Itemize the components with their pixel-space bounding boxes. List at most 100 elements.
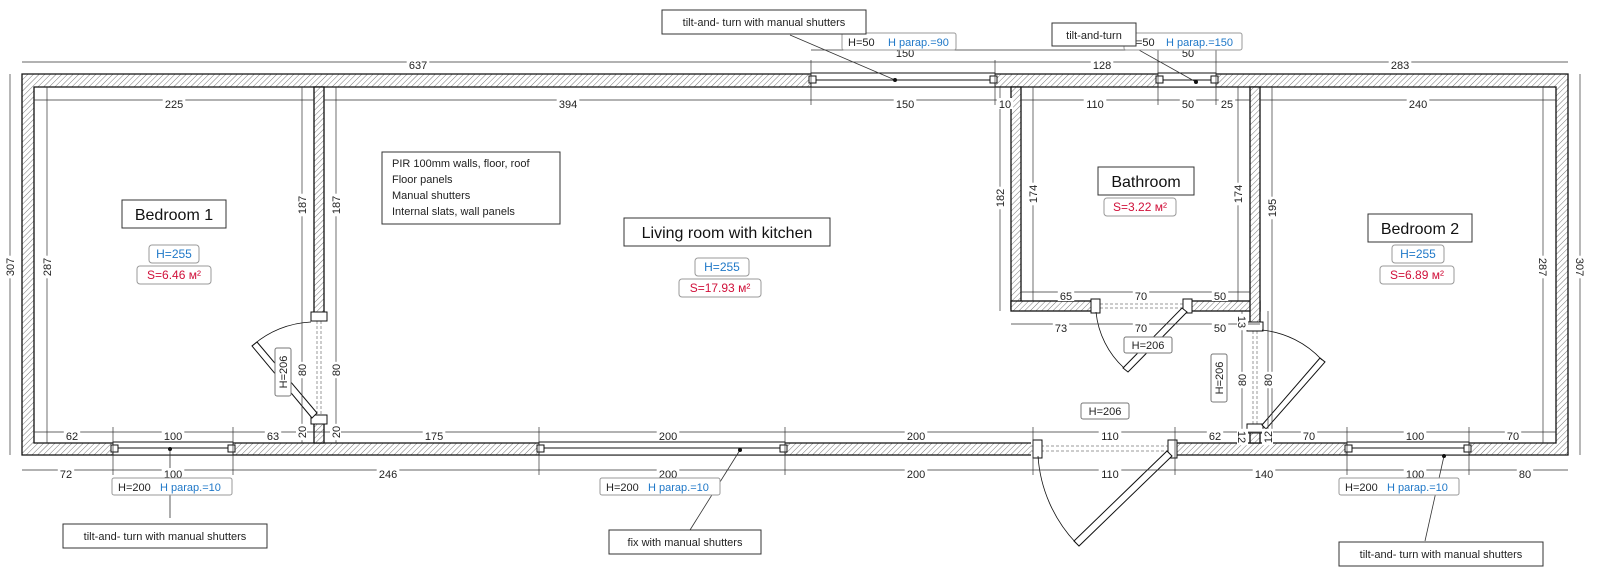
dimension-label-bg [330, 361, 341, 379]
dimension-label-bg [556, 98, 580, 109]
dimension-label-bg [893, 47, 917, 58]
wall-bedroom2 [1249, 86, 1261, 444]
dimension-label: 187 [297, 196, 309, 214]
dimension-label-bg [996, 98, 1014, 109]
dimension-label: 200 [907, 431, 925, 443]
dimension-label: 70 [1135, 323, 1147, 335]
dimension-label-bg [1232, 182, 1243, 206]
dimension: 50 [1179, 47, 1197, 60]
dimension-label-bg [1236, 371, 1247, 389]
door-bedroom2 [1246, 321, 1326, 434]
dimension-label: 20 [331, 426, 343, 438]
dimension-label-bg [893, 98, 917, 109]
room-living: Living room with kitchen H=255 S=17.93 м… [623, 217, 831, 298]
svg-text:H=206: H=206 [1089, 406, 1122, 418]
dimension: 12 [1235, 428, 1248, 446]
dimension-label-bg [41, 255, 52, 279]
dimension-label: 20 [297, 426, 309, 438]
dimension-label-bg [1211, 290, 1229, 301]
window-small-parapet: H parap.=150 [1166, 37, 1233, 49]
window-bottom-mid [536, 441, 788, 456]
dimension-label-bg [4, 255, 15, 279]
dimension-label-bg [1090, 59, 1114, 70]
dimension-label-bg [1132, 322, 1150, 333]
note-line: Manual shutters [392, 190, 471, 202]
dimension-label: 10 [999, 99, 1011, 111]
dimension-label: 174 [1028, 185, 1040, 203]
window-h-top: H=50 H parap.=90 [841, 32, 957, 51]
dimension-label-bg [1237, 313, 1248, 331]
dimension-label-bg [161, 430, 185, 441]
dimension: 128 [1090, 59, 1114, 72]
dimension-label: 70 [1507, 431, 1519, 443]
window-h-small: H=50 H parap.=150 [1123, 32, 1243, 51]
dimension-label: 110 [1101, 431, 1119, 443]
dimension-label: 100 [164, 431, 182, 443]
dimension-label: 12 [1263, 431, 1275, 443]
dimension-label-bg [57, 468, 75, 479]
dimension-label-bg [1237, 428, 1248, 446]
window-br-height: H=200 [1345, 482, 1378, 494]
dimension: 200 [904, 430, 928, 443]
dimension-label-bg [1575, 255, 1586, 279]
callout-bottom-mid: fix with manual shutters [608, 529, 762, 555]
room-area: S=6.46 м² [147, 268, 201, 282]
dimension-label-bg [1083, 98, 1107, 109]
room-name: Bathroom [1111, 174, 1180, 191]
dimension-label-bg [296, 361, 307, 379]
room-height: H=255 [704, 260, 740, 274]
dimension-label: 100 [1406, 431, 1424, 443]
notes-box: PIR 100mm walls, floor, roof Floor panel… [381, 151, 561, 225]
dimension-label-bg [994, 186, 1005, 210]
dimension-label: 70 [1135, 291, 1147, 303]
dimension: 80 [330, 361, 343, 379]
dimension: 70 [1300, 430, 1318, 443]
dimension-label-bg [330, 423, 341, 441]
dimension: 13 [1235, 313, 1248, 331]
note-line: Internal slats, wall panels [392, 206, 515, 218]
svg-text:tilt-and-turn: tilt-and-turn [1066, 30, 1122, 42]
dimension-label: 182 [995, 189, 1007, 207]
dimension-label-bg [1179, 47, 1197, 58]
svg-text:fix with manual shutters: fix with manual shutters [628, 537, 743, 549]
dimension-label-bg [1098, 468, 1122, 479]
window-h-bl: H=200 H parap.=10 [111, 477, 233, 496]
callout-top-window: tilt-and- turn with manual shutters [661, 9, 867, 35]
dimension-label-bg [296, 423, 307, 441]
dimension-label: 307 [1573, 258, 1585, 276]
dimension-label-bg [1262, 371, 1273, 389]
dimension-label: 80 [1519, 469, 1531, 481]
dimension: 80 [1516, 468, 1534, 481]
dimension: 187 [330, 193, 343, 217]
dimension: 637 [406, 59, 430, 72]
dimension: 307 [4, 255, 17, 279]
dimension-label-bg [1052, 322, 1070, 333]
dimension-label: 187 [331, 196, 343, 214]
dimension-label-bg [376, 468, 400, 479]
room-area: S=6.89 м² [1390, 268, 1444, 282]
room-area: S=3.22 м² [1113, 200, 1167, 214]
dimension-label-bg [162, 98, 186, 109]
dimension: 100 [1403, 430, 1427, 443]
dimension: 110 [1083, 98, 1107, 111]
window-top-height: H=50 [848, 37, 875, 49]
dimension: 70 [1132, 290, 1150, 303]
window-bl-parapet: H parap.=10 [160, 482, 221, 494]
dimension-label: 80 [1263, 374, 1275, 386]
dimension-label: 287 [1536, 258, 1548, 276]
callout-top-small: tilt-and-turn [1051, 22, 1137, 47]
dimension-label-bg [264, 430, 282, 441]
dimension: 287 [41, 255, 54, 279]
dimension-label-bg [904, 430, 928, 441]
dimension: 200 [904, 468, 928, 481]
dimension-label-bg [1211, 322, 1229, 333]
dimension: 110 [1098, 468, 1122, 481]
dimension: 25 [1218, 98, 1236, 111]
dimension: 225 [162, 98, 186, 111]
dimension-label-bg [1262, 428, 1273, 446]
dimension-label: 13 [1235, 316, 1247, 328]
wall-bedroom1 [313, 86, 325, 444]
dimension: 140 [1252, 468, 1276, 481]
svg-text:tilt-and- turn with manual shu: tilt-and- turn with manual shutters [84, 531, 247, 543]
dimension: 246 [376, 468, 400, 481]
